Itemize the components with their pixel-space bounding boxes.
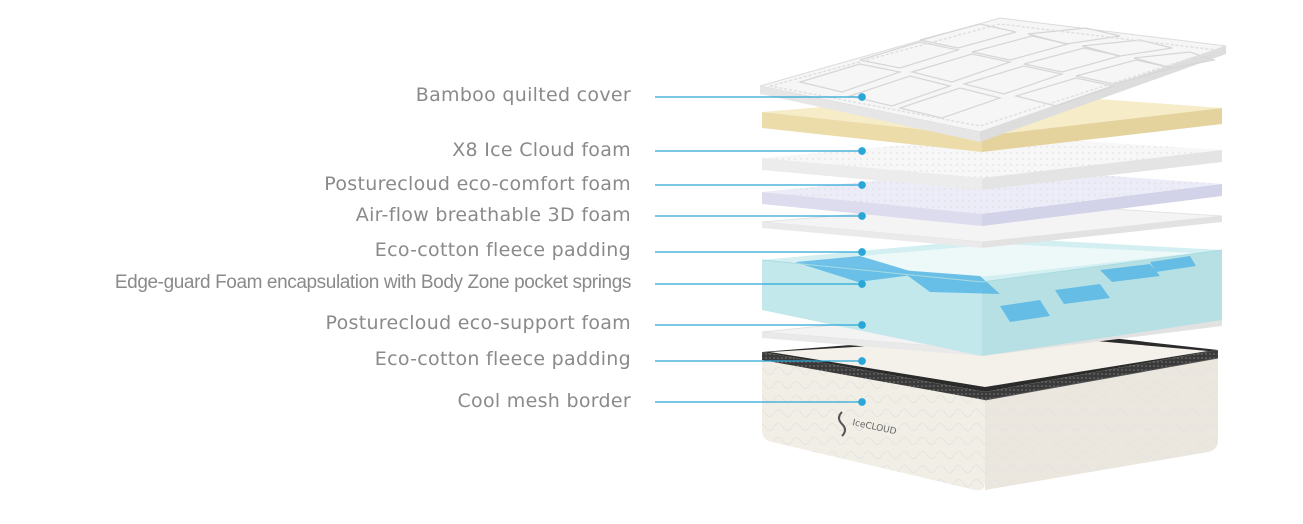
label-eco-comfort-foam: Posturecloud eco-comfort foam [324, 173, 631, 195]
label-fleece-padding-top: Eco-cotton fleece padding [374, 239, 631, 261]
leader-lines [655, 93, 866, 406]
label-pocket-springs: Edge-guard Foam encapsulation with Body … [114, 272, 632, 293]
base-mattress [762, 330, 1219, 491]
label-bamboo-quilted-cover: Bamboo quilted cover [415, 84, 631, 106]
layer-bamboo-quilted-cover [759, 17, 1227, 142]
layer-eco-comfort-foam [762, 136, 1222, 190]
pocket-springs-cluster [795, 256, 1196, 322]
label-eco-support-foam: Posturecloud eco-support foam [325, 312, 631, 334]
label-airflow-3d-foam: Air-flow breathable 3D foam [355, 204, 631, 226]
label-cool-mesh-border: Cool mesh border [457, 390, 631, 412]
label-ice-cloud-foam: X8 Ice Cloud foam [452, 139, 631, 161]
label-fleece-padding-bottom: Eco-cotton fleece padding [374, 348, 631, 370]
layer-airflow-3d-foam [762, 168, 1222, 226]
